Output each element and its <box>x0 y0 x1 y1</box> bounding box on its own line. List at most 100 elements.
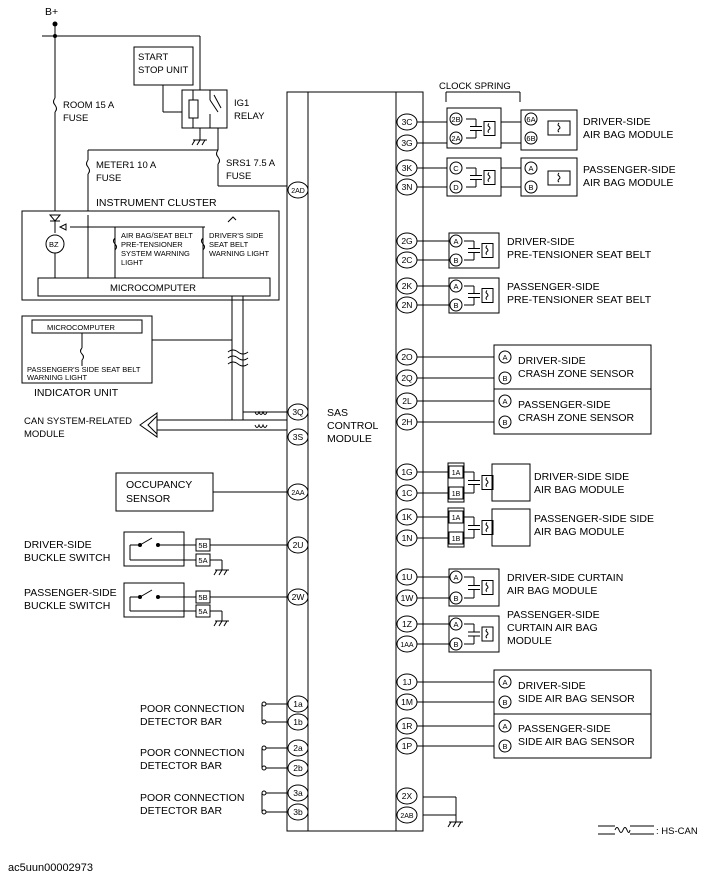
svg-text:BUCKLE SWITCH: BUCKLE SWITCH <box>24 600 110 612</box>
svg-text:5A: 5A <box>198 607 207 616</box>
hs-can-legend: : HS-CAN <box>598 825 698 837</box>
sas-pin-1a: 1a <box>287 695 309 713</box>
svg-text:SIDE AIR BAG SENSOR: SIDE AIR BAG SENSOR <box>518 736 635 748</box>
sas-pin-2g: 2G <box>396 232 418 250</box>
svg-text:C: C <box>453 164 459 173</box>
sas-pin-3q-label: 3Q <box>292 407 304 417</box>
svg-text:INSTRUMENT CLUSTER: INSTRUMENT CLUSTER <box>96 197 217 209</box>
svg-text:B: B <box>453 256 458 265</box>
sas-pin-2w: 2W <box>287 588 309 606</box>
svg-text:FUSE: FUSE <box>226 171 251 182</box>
svg-text:A: A <box>502 397 507 406</box>
sas-pin-2b-label: 2b <box>293 763 303 773</box>
sas-pin-2o: 2O <box>396 348 418 366</box>
hs-can-harness <box>139 296 287 438</box>
sas-pin-3k-label: 3K <box>402 163 413 173</box>
sas-pin-2ab-label: 2AB <box>400 813 414 820</box>
supply-label: B+ <box>45 6 58 18</box>
sas-ground <box>423 796 463 828</box>
svg-text:DRIVER'S SIDE: DRIVER'S SIDE <box>209 231 263 240</box>
can-system-module: CAN SYSTEM-RELATED MODULE <box>24 416 132 440</box>
sas-pin-1w: 1W <box>396 589 418 607</box>
sas-pin-1aa-label: 1AA <box>400 642 414 649</box>
sas-pin-1p: 1P <box>396 737 418 755</box>
sas-right-pins: 3C3G3K3N2G2C2K2N2O2Q2L2H1G1C1K1N1U1W1Z1A… <box>396 113 418 824</box>
svg-text:DRIVER-SIDE CURTAIN: DRIVER-SIDE CURTAIN <box>507 572 623 584</box>
svg-text:DRIVER-SIDE: DRIVER-SIDE <box>518 680 586 692</box>
svg-text:AIR BAG/SEAT BELT: AIR BAG/SEAT BELT <box>121 231 193 240</box>
occupancy-sensor: OCCUPANCY SENSOR <box>115 472 287 512</box>
instrument-cluster: INSTRUMENT CLUSTER BZ AIR BAG/SEAT BELT … <box>21 197 280 301</box>
svg-text:CONTROL: CONTROL <box>327 420 378 432</box>
start-stop-unit: START STOP UNIT <box>133 46 194 113</box>
svg-text:A: A <box>453 620 458 629</box>
sas-pin-1u: 1U <box>396 568 418 586</box>
svg-text:MODULE: MODULE <box>327 433 372 445</box>
svg-text:5B: 5B <box>198 593 207 602</box>
buzzer: BZ <box>49 240 59 249</box>
sas-pin-1m: 1M <box>396 693 418 711</box>
svg-text:5B: 5B <box>198 541 207 550</box>
svg-text:PASSENGER-SIDE SIDE: PASSENGER-SIDE SIDE <box>534 513 654 525</box>
svg-text:5A: 5A <box>198 556 207 565</box>
sas-pin-3b: 3b <box>287 803 309 821</box>
sas-pin-3g: 3G <box>396 134 418 152</box>
svg-text:LIGHT: LIGHT <box>121 258 144 267</box>
sas-pin-3c-label: 3C <box>402 117 413 127</box>
sas-pin-2q: 2Q <box>396 369 418 387</box>
svg-text:SAS: SAS <box>327 407 348 419</box>
svg-text:WARNING LIGHT: WARNING LIGHT <box>209 249 270 258</box>
svg-text:D: D <box>453 183 459 192</box>
sas-wiring-diagram: B+ START STOP UNIT IG1 RELAY <box>21 6 698 837</box>
sas-pin-3a: 3a <box>287 784 309 802</box>
sas-pin-3s: 3S <box>287 428 309 446</box>
sas-pin-3n-label: 3N <box>402 182 413 192</box>
passenger-buckle-switch: PASSENGER-SIDE BUCKLE SWITCH <box>24 582 287 627</box>
svg-text:AIR BAG MODULE: AIR BAG MODULE <box>507 585 597 597</box>
sas-pin-3c: 3C <box>396 113 418 131</box>
figure-code: ac5uun00002973 <box>8 862 94 874</box>
sas-pin-2n: 2N <box>396 296 418 314</box>
svg-text:2B: 2B <box>451 115 460 124</box>
svg-text:SIDE AIR BAG SENSOR: SIDE AIR BAG SENSOR <box>518 693 635 705</box>
svg-text:PASSENGER-SIDE: PASSENGER-SIDE <box>583 164 676 176</box>
svg-text:PASSENGER-SIDE: PASSENGER-SIDE <box>24 587 117 599</box>
buckle-pin-5b-passenger: 5B <box>195 590 211 604</box>
svg-text:CRASH ZONE SENSOR: CRASH ZONE SENSOR <box>518 368 635 380</box>
svg-text:1B: 1B <box>452 491 461 498</box>
sas-pin-1g-label: 1G <box>401 467 412 477</box>
svg-text:RELAY: RELAY <box>234 111 265 122</box>
svg-text:DRIVER-SIDE SIDE: DRIVER-SIDE SIDE <box>534 471 629 483</box>
svg-text:POOR CONNECTION: POOR CONNECTION <box>140 792 244 804</box>
svg-text:B: B <box>502 418 507 427</box>
svg-text:A: A <box>528 164 533 173</box>
sas-pin-1g: 1G <box>396 463 418 481</box>
sas-pin-3q: 3Q <box>287 403 309 421</box>
svg-text:PASSENGER-SIDE: PASSENGER-SIDE <box>507 609 600 621</box>
svg-text:PRE-TENSIONER SEAT BELT: PRE-TENSIONER SEAT BELT <box>507 249 652 261</box>
sas-pin-1aa: 1AA <box>396 635 418 653</box>
svg-text:DETECTOR BAR: DETECTOR BAR <box>140 760 222 772</box>
sas-pin-2g-label: 2G <box>401 236 412 246</box>
sas-pin-2q-label: 2Q <box>401 373 413 383</box>
sas-pin-1z: 1Z <box>396 615 418 633</box>
sas-pin-1a-label: 1a <box>293 699 303 709</box>
svg-text:BUCKLE SWITCH: BUCKLE SWITCH <box>24 552 110 564</box>
legend-label: : HS-CAN <box>656 826 698 837</box>
svg-text:B: B <box>502 698 507 707</box>
svg-text:AIR BAG MODULE: AIR BAG MODULE <box>534 484 624 496</box>
sas-pin-2n-label: 2N <box>402 300 413 310</box>
svg-text:PASSENGER-SIDE: PASSENGER-SIDE <box>518 399 611 411</box>
buckle-pin-5a-passenger: 5A <box>195 604 211 618</box>
svg-text:DRIVER-SIDE: DRIVER-SIDE <box>583 116 651 128</box>
buckle-connectors: 5B 5A 5B 5A <box>195 538 211 618</box>
sas-pin-2ad-label: 2AD <box>291 188 305 195</box>
svg-text:FUSE: FUSE <box>96 173 121 184</box>
sas-pin-2k: 2K <box>396 277 418 295</box>
